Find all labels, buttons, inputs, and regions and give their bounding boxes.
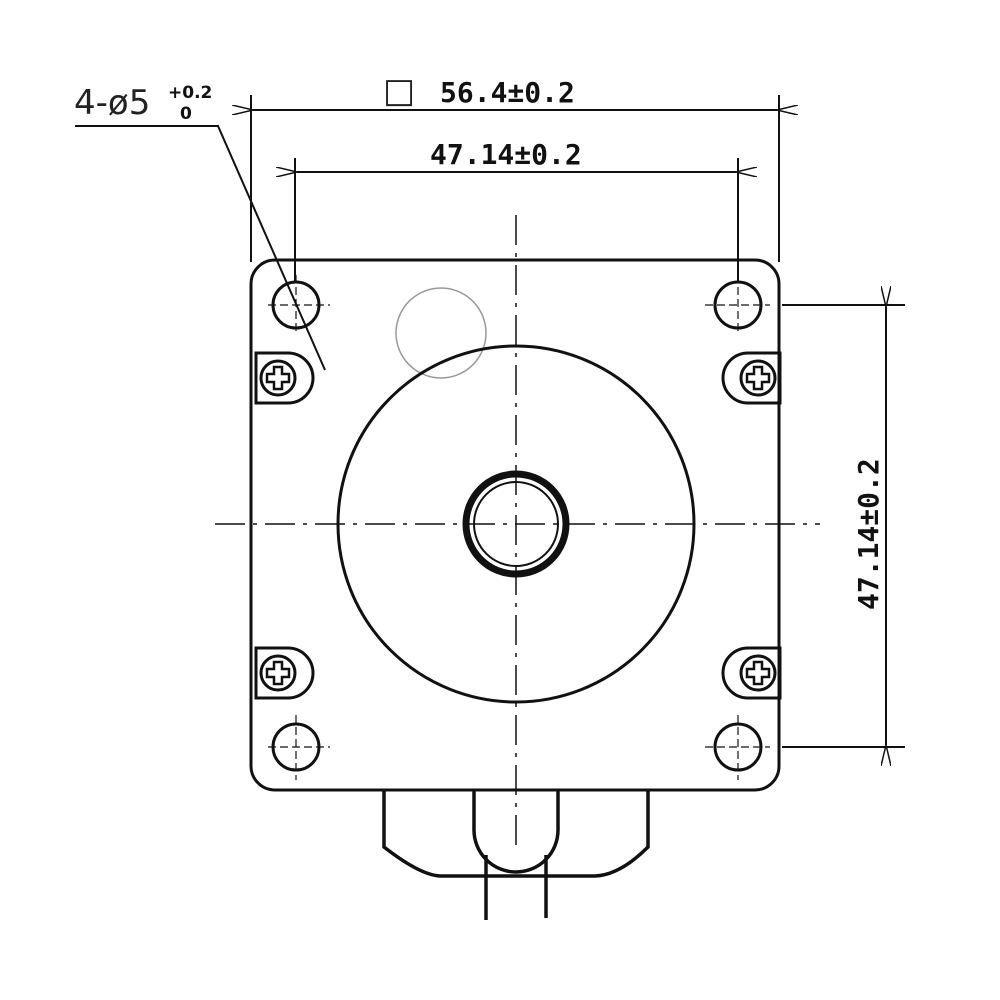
hole-spacing-vertical-value: 47.14±0.2: [852, 458, 885, 610]
shaft-inner: [473, 481, 559, 567]
mounting-holes: [268, 275, 770, 780]
cable-connector: [382, 790, 650, 920]
phillips-screw-icon: [254, 351, 315, 405]
hole-callout-text: 4-ø5: [74, 83, 150, 123]
screws: [254, 351, 782, 700]
square-symbol: □: [383, 71, 415, 111]
hole-tolerance-lower: 0: [180, 104, 192, 124]
hole-spacing-horizontal-value: 47.14±0.2: [430, 138, 582, 171]
dimension-hole-spacing-horizontal: 47.14±0.2: [295, 138, 738, 282]
motor-flange-outline: [249, 258, 781, 792]
shaft-outer: [462, 470, 570, 578]
hole-tolerance-upper: +0.2: [168, 83, 212, 103]
pilot-boss: [336, 344, 696, 704]
phillips-screw-icon: [721, 646, 782, 700]
phillips-screw-icon: [254, 646, 315, 700]
outer-width-value: 56.4±0.2: [440, 76, 575, 109]
dimension-hole-spacing-vertical: 47.14±0.2: [782, 305, 905, 747]
dimension-outer-width: □ 56.4±0.2: [251, 71, 779, 262]
auxiliary-circle: [395, 287, 487, 379]
phillips-screw-icon: [721, 351, 782, 405]
hole-callout: 4-ø5 +0.2 0: [74, 83, 326, 371]
